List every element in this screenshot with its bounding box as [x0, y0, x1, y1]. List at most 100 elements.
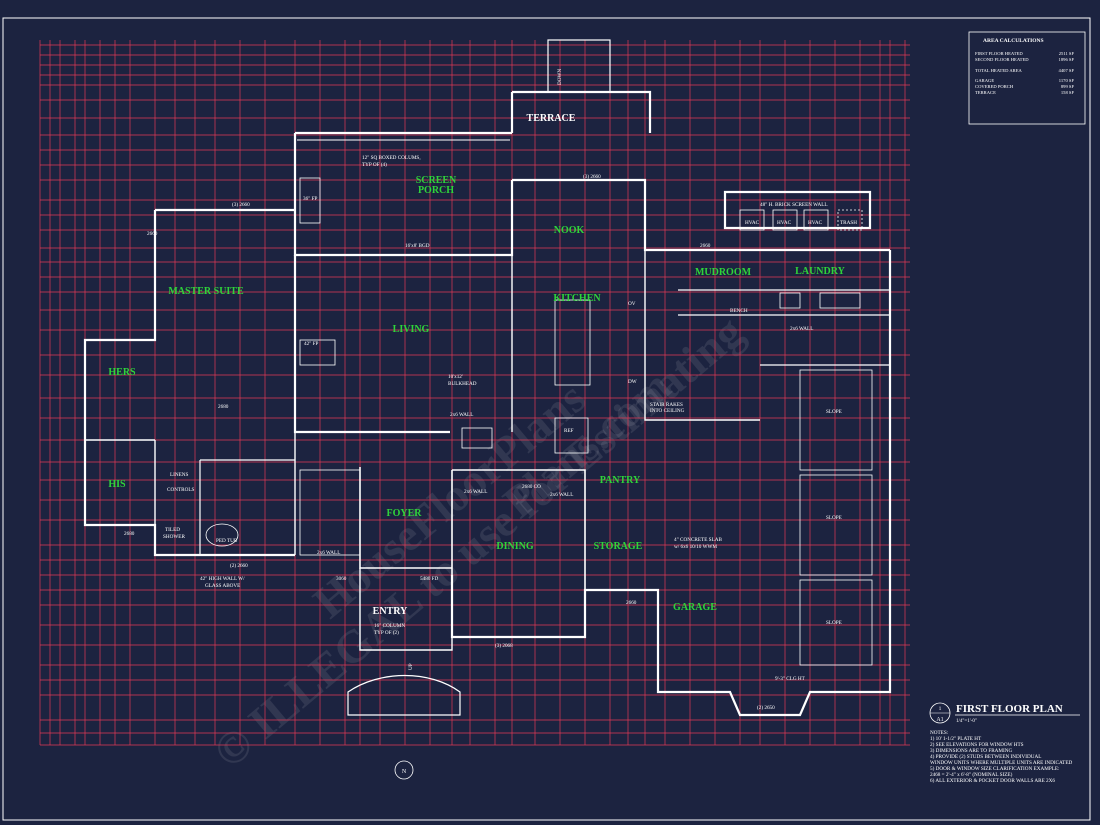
label-door-2660-pair: (2) 2660 — [230, 562, 248, 569]
label-door-2680-b: 2680 — [124, 531, 135, 537]
label-ref: REF — [564, 428, 574, 434]
label-door-5480: 5480 FD — [420, 576, 439, 582]
title-block: 1 A1 FIRST FLOOR PLAN 1/4"=1'-0" N — [394, 702, 1080, 780]
room-storage: STORAGE — [594, 541, 643, 552]
plan-scale: 1/4"=1'-0" — [956, 719, 977, 724]
label-door-2068: (3) 2068 — [495, 642, 513, 649]
label-up: UP — [408, 663, 414, 670]
area-row-label: GARAGE — [975, 78, 994, 83]
note-2x6-bath: 2x6 WALL — [317, 550, 340, 556]
room-garage: GARAGE — [673, 602, 717, 613]
north-arrow — [394, 760, 414, 780]
note-line: 3) DIMENSIONS ARE TO FRAMING — [930, 747, 1012, 754]
general-notes: NOTES: 1) 10' 1-1/2" PLATE HT2) SEE ELEV… — [930, 730, 1073, 784]
area-row-label: TERRACE — [975, 90, 996, 95]
note-glass-wall-1: 42" HIGH WALL W/ — [200, 576, 245, 582]
sheet-number-bottom: A1 — [936, 717, 943, 723]
dimension-lines — [39, 40, 910, 746]
area-row-label: SECOND FLOOR HEATED — [975, 57, 1029, 62]
note-2x6-laundry: 2x6 WALL — [790, 326, 813, 332]
label-door-2660-b: 2660 — [700, 243, 711, 249]
area-row-label: TOTAL HEATED AREA — [975, 68, 1023, 73]
label-hvac-2: HVAC — [777, 220, 792, 226]
room-terrace: TERRACE — [527, 113, 576, 124]
note-concrete-2: w/ 6x6 10/10 WWM — [674, 544, 717, 550]
label-door-3060: 3060 — [336, 576, 347, 582]
note-stair-rakes-2: INTO CEILING — [650, 408, 685, 414]
label-door-2680-a: 2680 — [218, 404, 229, 410]
note-line: 5) DOOR & WINDOW SIZE CLARIFICATION EXAM… — [930, 765, 1060, 772]
room-nook: NOOK — [554, 225, 585, 236]
area-row-label: COVERED PORCH — [975, 84, 1014, 89]
note-line: 6) ALL EXTERIOR & POCKET DOOR WALLS ARE … — [930, 777, 1055, 784]
label-ov: OV — [628, 301, 636, 307]
room-mudroom: MUDROOM — [695, 267, 752, 278]
room-his: HIS — [108, 479, 126, 490]
label-door-3-2660-b: (3) 2660 — [583, 173, 601, 180]
note-2x6-living: 2x6 WALL — [450, 412, 473, 418]
area-row-value: 1896 SF — [1059, 57, 1075, 62]
label-door-2680co: 2680 CO — [522, 484, 541, 490]
area-row-value: 158 SF — [1061, 90, 1075, 95]
note-stair-rakes-1: STAIR RAKES — [650, 402, 683, 408]
note-bulkhead-1: 10'x12' — [448, 374, 463, 380]
note-line: WINDOW UNITS WHERE MULTIPLE UNITS ARE IN… — [930, 760, 1073, 766]
room-foyer: FOYER — [387, 508, 423, 519]
area-row-label: FIRST FLOOR HEATED — [975, 51, 1023, 56]
note-2x6-pantry: 2x6 WALL — [550, 492, 573, 498]
room-dining: DINING — [496, 541, 533, 552]
label-slope-1: SLOPE — [826, 409, 842, 415]
room-master-suite: MASTER SUITE — [168, 286, 244, 297]
label-hvac-1: HVAC — [745, 220, 760, 226]
room-kitchen: KITCHEN — [553, 293, 601, 304]
note-line: 1) 10' 1-1/2" PLATE HT — [930, 735, 982, 742]
label-door-2650: (2) 2650 — [757, 704, 775, 711]
sheet-number-top: 1 — [939, 706, 942, 712]
area-calculations-title: AREA CALCULATIONS — [983, 38, 1044, 44]
label-down: DOWN — [557, 69, 563, 85]
plan-title: FIRST FLOOR PLAN — [956, 703, 1063, 715]
label-controls: CONTROLS — [167, 487, 194, 493]
annotations: 12" SQ BOXED COLUMS, TYP OF (4) 48" H. B… — [124, 69, 857, 711]
note-column-2: TYP OF (2) — [374, 629, 399, 636]
area-row-value: 1170 SF — [1059, 78, 1075, 83]
note-column-1: 16" COLUMN — [374, 623, 405, 629]
area-row-value: 2511 SF — [1059, 51, 1075, 56]
label-slope-3: SLOPE — [826, 620, 842, 626]
note-line: 4) PROVIDE (2) STUDS BETWEEN INDIVIDUAL — [930, 753, 1041, 760]
area-calculations-box: AREA CALCULATIONS FIRST FLOOR HEATED 2511… — [968, 31, 1086, 125]
area-row-value: 899 SF — [1061, 84, 1075, 89]
room-laundry: LAUNDRY — [795, 266, 845, 277]
room-living: LIVING — [393, 324, 430, 335]
room-hers: HERS — [108, 367, 136, 378]
sheet-border — [2, 17, 1091, 821]
label-door-3-2660-a: (3) 2660 — [232, 201, 250, 208]
room-screen-porch-line-2: PORCH — [418, 185, 454, 196]
label-tiled-shower-1: TILED — [165, 527, 180, 533]
label-door-2660-a: 2660 — [147, 231, 158, 237]
label-slope-2: SLOPE — [826, 515, 842, 521]
label-bench: BENCH — [730, 308, 748, 314]
room-pantry: PANTRY — [600, 475, 641, 486]
label-door-2660-c: 2660 — [626, 600, 637, 606]
note-2x6-dining: 2x6 WALL — [464, 489, 487, 495]
note-line: 2468 = 2'-4" x 6'-8" (NOMINAL SIZE) — [930, 771, 1013, 778]
note-brick-wall: 48" H. BRICK SCREEN WALL — [760, 202, 828, 208]
notes-heading: NOTES: — [930, 730, 949, 736]
walls — [83, 39, 892, 717]
label-fp-42: 42" FP — [304, 341, 318, 347]
fixtures — [205, 177, 873, 666]
note-columns-2: TYP OF (4) — [362, 161, 387, 168]
room-screen-porch-line-1: SCREEN — [416, 175, 457, 186]
area-row-value: 4407 SF — [1059, 68, 1075, 73]
note-columns-1: 12" SQ BOXED COLUMS, — [362, 155, 421, 161]
room-entry: ENTRY — [373, 606, 408, 617]
label-dw: DW — [628, 379, 637, 385]
note-clg-ht: 9'-3" CLG HT — [775, 676, 806, 682]
note-bulkhead-2: BULKHEAD — [448, 381, 477, 387]
label-tiled-shower-2: SHOWER — [163, 534, 185, 540]
note-line: 2) SEE ELEVATIONS FOR WINDOW HTS — [930, 741, 1024, 748]
label-linens: LINENS — [170, 472, 189, 478]
